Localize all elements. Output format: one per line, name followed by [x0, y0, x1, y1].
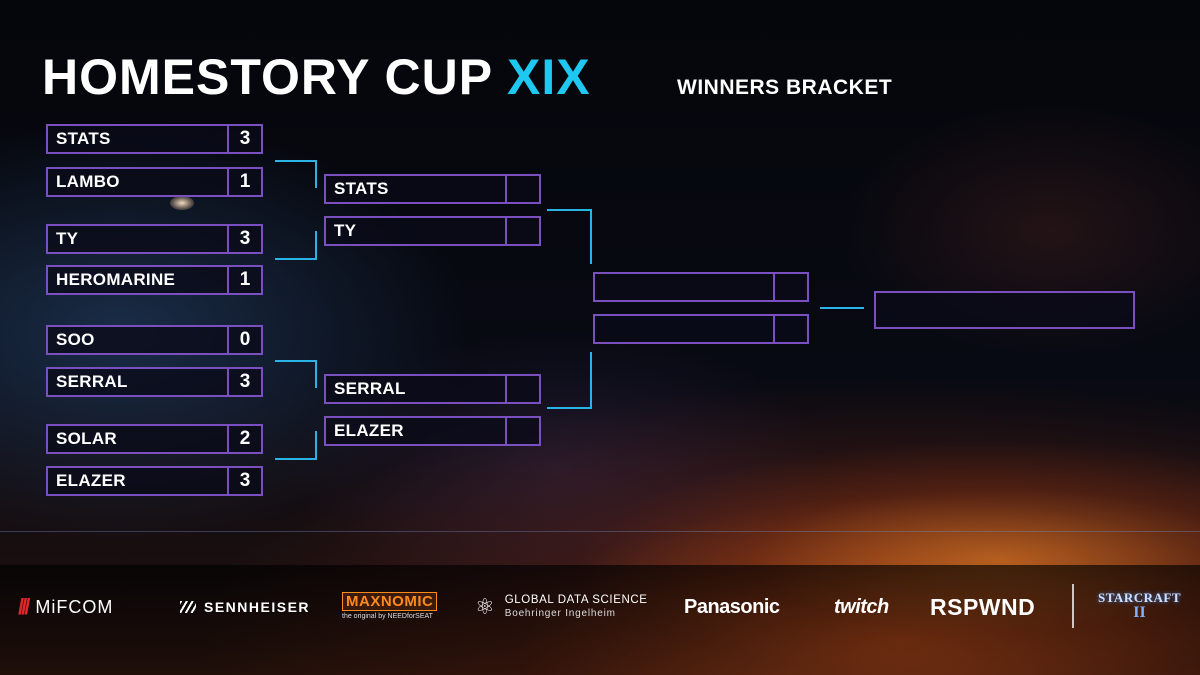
sponsor-gds: ⚛ GLOBAL DATA SCIENCE Boehringer Ingelhe…	[475, 590, 648, 624]
r1-slot-4: HEROMARINE 1	[46, 265, 263, 295]
sponsor-gds-sublabel: Boehringer Ingelheim	[505, 607, 648, 620]
sponsor-mifcom: /// MiFCOM	[18, 590, 113, 624]
connector	[275, 258, 317, 260]
sponsor-maxnomic-label: MAXNOMIC	[342, 592, 437, 611]
sponsor-divider	[1072, 584, 1074, 628]
bracket-subtitle: WINNERS BRACKET	[677, 76, 892, 100]
connector	[275, 360, 317, 362]
sponsor-sennheiser-label: SENNHEISER	[204, 599, 310, 615]
player-name: SOO	[48, 330, 227, 350]
background-glow	[170, 196, 194, 210]
r2-slot-3: SERRAL	[324, 374, 541, 404]
player-name: ELAZER	[48, 471, 227, 491]
connector	[590, 352, 592, 409]
r2-slot-1: STATS	[324, 174, 541, 204]
final-slot	[874, 291, 1135, 329]
sponsor-maxnomic: MAXNOMIC the original by NEEDforSEAT	[342, 592, 437, 626]
sennheiser-logo-icon	[180, 601, 196, 613]
player-name: ELAZER	[326, 421, 505, 441]
r1-slot-3: TY 3	[46, 224, 263, 254]
player-score: 2	[227, 426, 261, 452]
player-score: 3	[227, 226, 261, 252]
r1-slot-5: SOO 0	[46, 325, 263, 355]
atom-icon: ⚛	[475, 594, 495, 620]
title-main: HOMESTORY CUP	[42, 49, 493, 105]
sponsor-maxnomic-tagline: the original by NEEDforSEAT	[342, 613, 433, 620]
player-score: 3	[227, 369, 261, 395]
player-score	[773, 274, 807, 300]
player-name: HEROMARINE	[48, 270, 227, 290]
player-score: 3	[227, 126, 261, 152]
r3-slot-2	[593, 314, 809, 344]
connector	[315, 360, 317, 388]
connector	[547, 209, 592, 211]
connector	[315, 160, 317, 188]
sponsor-panasonic: Panasonic	[684, 590, 780, 624]
player-name: STATS	[48, 129, 227, 149]
player-score	[505, 218, 539, 244]
connector	[275, 160, 317, 162]
r1-slot-8: ELAZER 3	[46, 466, 263, 496]
starcraft-logo-mark: II	[1133, 606, 1145, 620]
sponsor-gds-label: GLOBAL DATA SCIENCE	[505, 594, 648, 607]
player-score: 3	[227, 468, 261, 494]
connector	[590, 209, 592, 264]
player-score	[505, 176, 539, 202]
connector	[547, 407, 592, 409]
sponsor-starcraft: STARCRAFT II	[1098, 590, 1181, 624]
player-name: TY	[326, 221, 505, 241]
r3-slot-1	[593, 272, 809, 302]
player-score	[505, 418, 539, 444]
r2-slot-4: ELAZER	[324, 416, 541, 446]
sponsor-twitch: twitch	[834, 590, 889, 624]
player-score	[505, 376, 539, 402]
connector	[275, 458, 317, 460]
connector	[315, 231, 317, 260]
player-name: LAMBO	[48, 172, 227, 192]
player-name: SERRAL	[48, 372, 227, 392]
sponsor-sennheiser: SENNHEISER	[180, 590, 310, 624]
player-score: 1	[227, 169, 261, 195]
player-name: SERRAL	[326, 379, 505, 399]
footer-divider	[0, 531, 1200, 532]
sponsor-rspwnd: RSPWND	[930, 590, 1035, 624]
player-name: TY	[48, 229, 227, 249]
r1-slot-2: LAMBO 1	[46, 167, 263, 197]
r1-slot-7: SOLAR 2	[46, 424, 263, 454]
connector	[315, 431, 317, 460]
player-score	[773, 316, 807, 342]
mifcom-logo-icon: ///	[18, 594, 27, 620]
r2-slot-2: TY	[324, 216, 541, 246]
player-score: 1	[227, 267, 261, 293]
player-score: 0	[227, 327, 261, 353]
sponsor-mifcom-label: MiFCOM	[35, 597, 113, 618]
player-name: STATS	[326, 179, 505, 199]
player-name: SOLAR	[48, 429, 227, 449]
title-accent: XIX	[507, 49, 591, 105]
r1-slot-1: STATS 3	[46, 124, 263, 154]
connector	[820, 307, 864, 309]
r1-slot-6: SERRAL 3	[46, 367, 263, 397]
